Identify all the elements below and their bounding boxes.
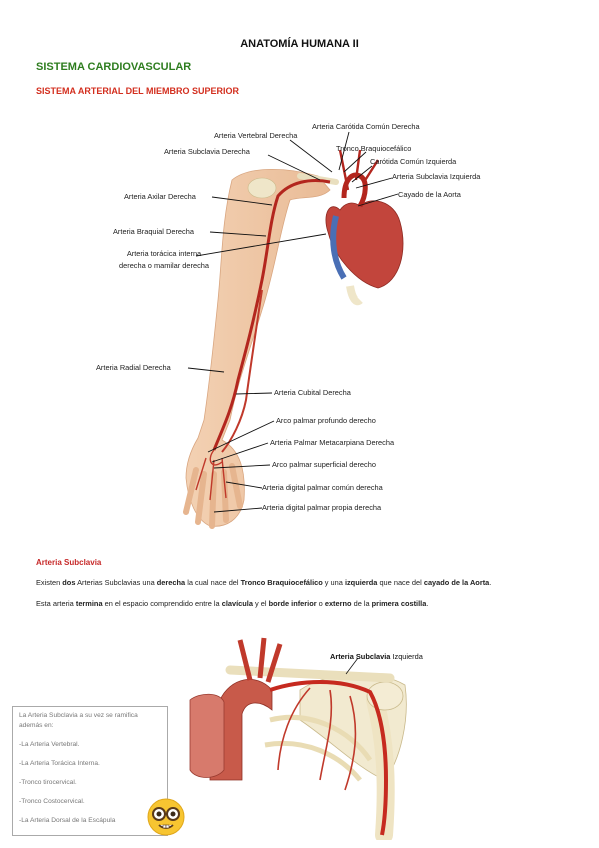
note-box: La Arteria Subclavia a su vez se ramific… — [12, 706, 168, 836]
note-item: -Tronco tirocervical. — [19, 779, 77, 786]
label-axilar-derecha: Arteria Axilar Derecha — [124, 192, 196, 201]
arm-artery-illustration — [183, 131, 404, 529]
label-tronco-braquiocefalico: Tronco Braquiocefálico — [336, 144, 412, 153]
subclavia-heading: Arteria Subclavia — [36, 558, 102, 567]
label-carotida-comun-izquierda: Carótida Común Izquierda — [370, 157, 457, 166]
nerd-face-icon — [147, 798, 185, 836]
subclavia-illustration — [160, 630, 450, 840]
label-vertebral-derecha: Arteria Vertebral Derecha — [214, 131, 298, 140]
note-item: -Tronco Costocervical. — [19, 798, 85, 805]
label-subclavia-izquierda-fig2: Arteria Subclavia Izquierda — [330, 652, 423, 661]
label-palmar-metacarpiana: Arteria Palmar Metacarpiana Derecha — [270, 438, 395, 447]
label-digital-palmar-comun: Arteria digital palmar común derecha — [262, 483, 383, 492]
label-carotida-comun-derecha: Arteria Carótida Común Derecha — [312, 122, 420, 131]
label-toracica-interna: Arteria torácica interna derecha o mamil… — [119, 249, 209, 270]
subclavia-paragraph-1: Existen dos Arterias Subclavias una dere… — [36, 578, 492, 587]
label-radial-derecha: Arteria Radial Derecha — [96, 363, 171, 372]
section-title: SISTEMA CARDIOVASCULAR — [36, 61, 192, 73]
label-subclavia-derecha: Arteria Subclavia Derecha — [164, 147, 250, 156]
note-item: -La Arteria Vertebral. — [19, 741, 80, 748]
label-cubital-derecha: Arteria Cubital Derecha — [274, 388, 351, 397]
note-item: -La Arteria Dorsal de la Escápula — [19, 817, 116, 824]
note-item: -La Arteria Torácica Interna. — [19, 760, 100, 767]
subclavia-paragraph-2: Esta arteria termina en el espacio compr… — [36, 599, 429, 608]
label-arco-palmar-profundo: Arco palmar profundo derecho — [276, 416, 376, 425]
subsection-title: SISTEMA ARTERIAL DEL MIEMBRO SUPERIOR — [36, 86, 240, 96]
label-braquial-derecha: Arteria Braquial Derecha — [113, 227, 194, 236]
note-intro: La Arteria Subclavia a su vez se ramific… — [19, 712, 138, 729]
document-title: ANATOMÍA HUMANA II — [240, 38, 359, 50]
label-arco-palmar-superficial: Arco palmar superficial derecho — [272, 460, 376, 469]
label-digital-palmar-propia: Arteria digital palmar propia derecha — [262, 503, 382, 512]
label-subclavia-izquierda: Arteria Subclavia Izquierda — [392, 172, 481, 181]
label-cayado-aorta: Cayado de la Aorta — [398, 190, 461, 199]
